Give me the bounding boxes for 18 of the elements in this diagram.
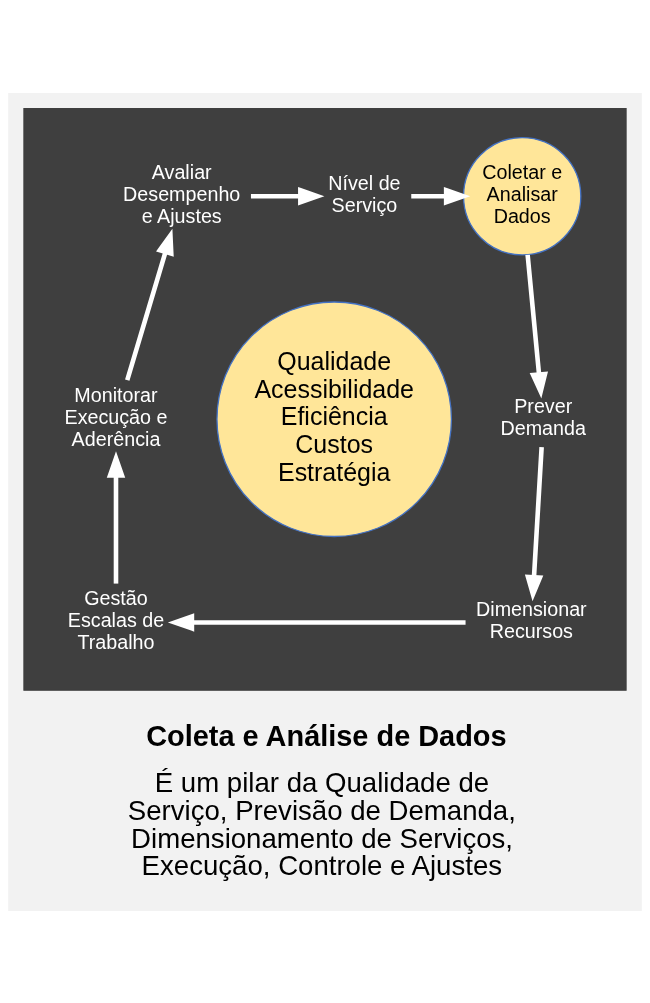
arrow bbox=[106, 450, 126, 584]
node-text: Nível de Serviço bbox=[328, 171, 401, 216]
node-text: Dimensionar Recursos bbox=[476, 597, 587, 642]
node-circle: Coletar e Analisar Dados bbox=[462, 136, 582, 256]
arrow bbox=[250, 186, 325, 205]
arrow bbox=[524, 446, 544, 601]
arrow bbox=[411, 186, 471, 205]
node-circle: Qualidade Acessibilidade Eficiência Custos Estratégia bbox=[216, 300, 453, 537]
arrow bbox=[167, 612, 466, 632]
node-text: Prever Demanda bbox=[500, 394, 586, 439]
arrow bbox=[125, 228, 174, 381]
diagram-title: Coleta e Análise de Dados bbox=[146, 719, 507, 752]
cluster bbox=[23, 107, 627, 691]
node-text: Avaliar Desempenho e Ajustes bbox=[123, 160, 241, 227]
arrow bbox=[525, 254, 549, 398]
node-text: Gestão Escalas de Trabalho bbox=[67, 586, 165, 653]
caption: É um pilar da Qualidade de Serviço, Previsão de Demanda, Dimensionamento de Serviços, Execução, Controle e Ajustes bbox=[127, 766, 516, 881]
node-text: Monitorar Execução e Aderência bbox=[64, 383, 168, 450]
